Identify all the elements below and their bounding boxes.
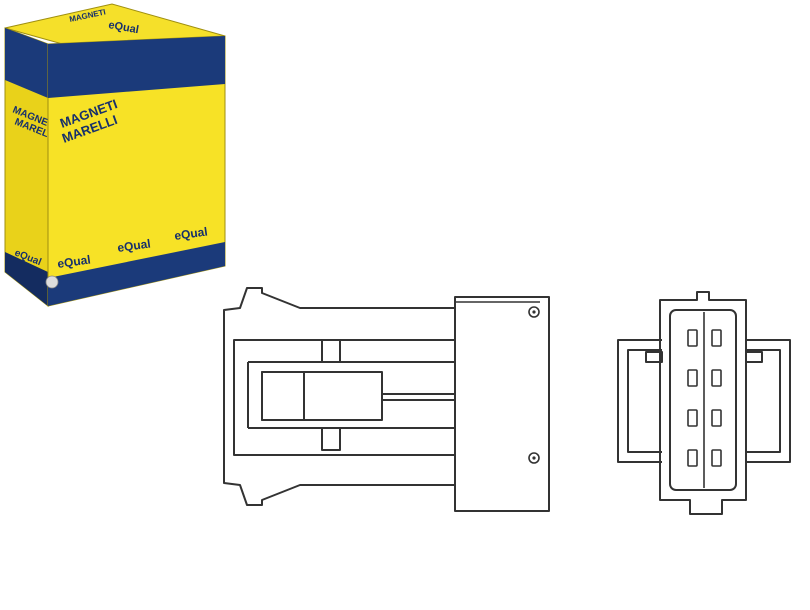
pin-grid [687, 329, 722, 467]
connector-body-outline [223, 287, 456, 506]
product-box: eQual MAGNETI MAGNETI MARELLI eQual MAGN… [4, 3, 226, 308]
front-housing-inner [669, 309, 737, 491]
latch-top [321, 339, 341, 363]
box-left-navy-top [5, 28, 48, 98]
box-front-navy-bottom [48, 242, 225, 306]
terminal-insert [261, 371, 383, 421]
latch-frame-right [746, 339, 791, 463]
box-front-label-3: eQual [173, 224, 208, 243]
pin-slot [711, 449, 722, 467]
front-housing-outer [659, 291, 747, 515]
latch-frame-left [617, 339, 662, 463]
box-front-navy-top [48, 36, 225, 98]
terminal-slot [261, 371, 305, 421]
pin-slot [711, 369, 722, 387]
pin-slot [711, 329, 722, 347]
screw-top-icon [528, 306, 540, 318]
box-top-label: eQual [107, 19, 139, 36]
box-badge-icon [45, 275, 59, 289]
latch-bottom [321, 427, 341, 451]
screw-top-dot [532, 310, 536, 314]
latch-tab-left [645, 351, 663, 363]
pin-slot [687, 329, 698, 347]
screw-bottom-icon [528, 452, 540, 464]
connector-front-view [617, 291, 791, 515]
pin-slot [687, 409, 698, 427]
latch-tab-right [745, 351, 763, 363]
pin-slot [687, 369, 698, 387]
connector-side-view [223, 287, 550, 512]
latch-frame-left-inner [627, 349, 662, 453]
latch-frame-right-inner [746, 349, 781, 453]
screw-bottom-dot [532, 456, 536, 460]
box-left-navy-bottom [5, 252, 48, 306]
rear-housing [454, 296, 550, 512]
box-front-label-1: eQual [56, 252, 91, 271]
box-front-label-2: eQual [116, 236, 151, 255]
pin-slot [687, 449, 698, 467]
connector-inner-cavity [233, 339, 456, 456]
pin-slot [711, 409, 722, 427]
